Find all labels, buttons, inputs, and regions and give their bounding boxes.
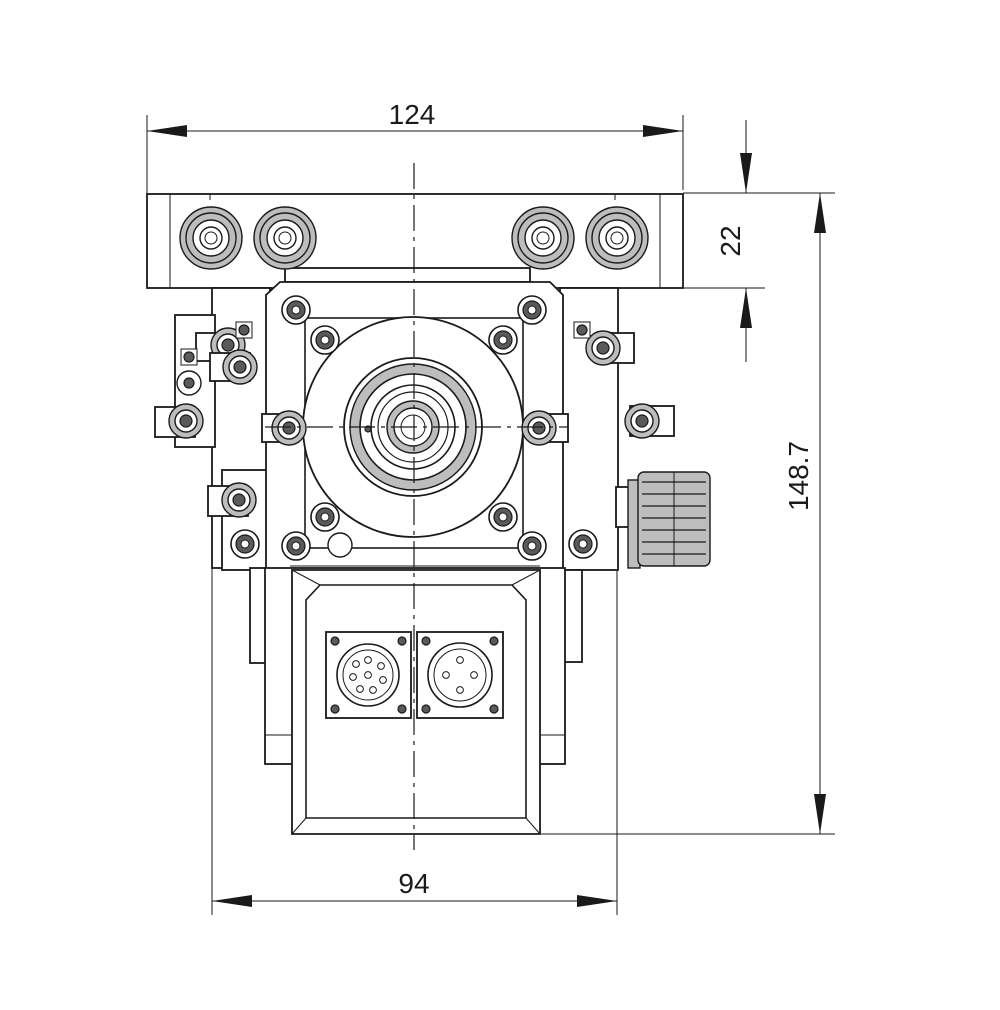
plate-screw-br xyxy=(517,531,547,561)
adjust-knob-left-center xyxy=(261,410,307,446)
right-knob-2 xyxy=(624,403,675,439)
centerlines xyxy=(265,163,568,850)
plate-screw-side-l xyxy=(230,529,260,559)
plate-screw-inner-br xyxy=(488,502,518,532)
adjust-knob-right-center xyxy=(521,410,569,446)
dimension-bottom-width: 94 xyxy=(211,560,618,915)
left-knob-4 xyxy=(207,482,257,518)
alignment-hole xyxy=(327,532,353,558)
plate-screw-tl xyxy=(281,295,311,325)
plate-screw-inner-tr xyxy=(488,325,518,355)
focus-knob xyxy=(615,471,711,569)
left-small-fitting xyxy=(176,321,253,396)
left-knob-3 xyxy=(154,403,204,439)
electrical-connector-8pin xyxy=(325,631,412,719)
plate-screw-inner-bl xyxy=(310,502,340,532)
plate-screw-bl xyxy=(281,531,311,561)
dimension-label-bar: 22 xyxy=(715,225,746,256)
plate-screw-inner-tl xyxy=(310,325,340,355)
dimension-label-top: 124 xyxy=(389,99,436,130)
dimension-label-height: 148.7 xyxy=(783,441,814,511)
right-knob-1 xyxy=(585,330,635,366)
cable-gland-4 xyxy=(585,206,649,270)
cable-gland-2 xyxy=(253,206,317,270)
cable-gland-1 xyxy=(179,206,243,270)
dimension-label-bottom: 94 xyxy=(398,868,429,899)
cable-gland-3 xyxy=(511,206,575,270)
dimension-top-width: 124 xyxy=(146,99,684,196)
dimension-bar-height: 22 xyxy=(683,120,765,362)
electrical-connector-4pin xyxy=(416,631,504,719)
dimension-total-height: 148.7 xyxy=(541,192,835,835)
plate-screw-side-r xyxy=(568,529,598,559)
left-knob-2 xyxy=(209,349,258,385)
plate-screw-tr xyxy=(517,295,547,325)
connector-housing xyxy=(264,567,566,835)
